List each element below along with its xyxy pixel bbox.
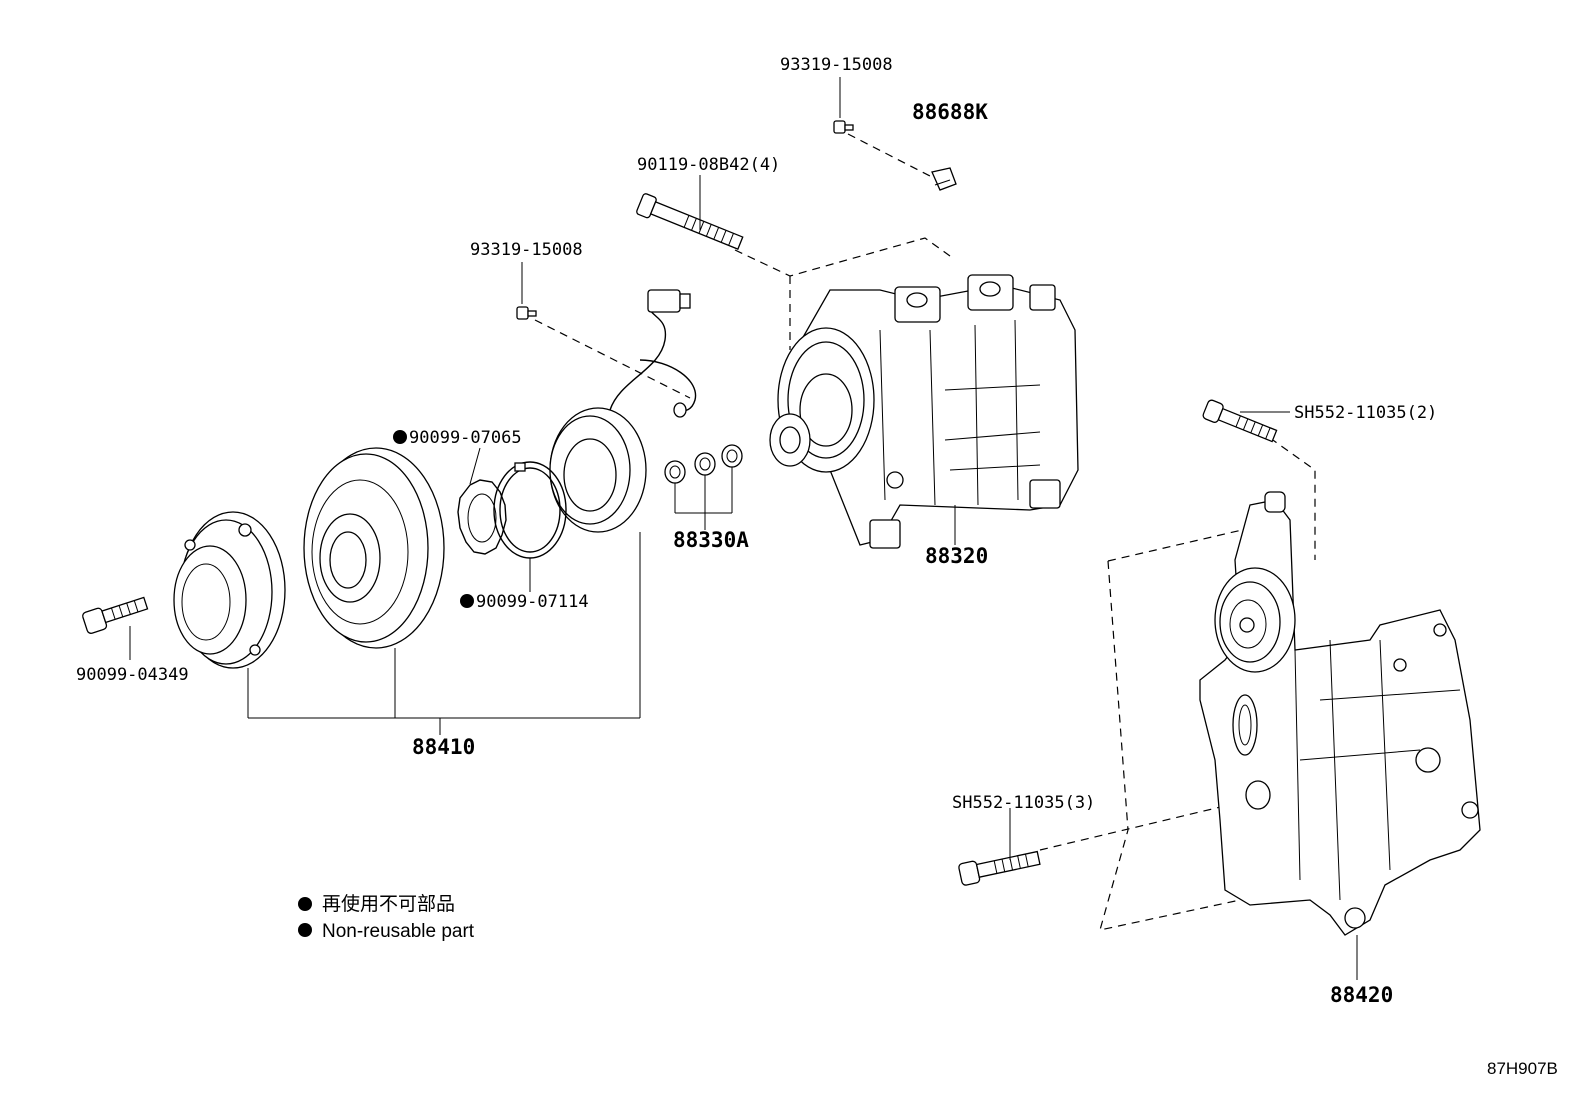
pulley-icon: [303, 447, 445, 649]
bolt-93319-mid-icon: [516, 306, 537, 320]
label-clip-top: 88688K: [912, 100, 988, 124]
label-bracket: 88420: [1330, 983, 1393, 1007]
compressor-88320-icon: [769, 274, 1079, 549]
clip-88688k-icon: [931, 167, 957, 191]
bracket-bolt-top-icon: [1202, 399, 1278, 443]
label-bracket-bolt-top: SH552-11035(2): [1294, 403, 1437, 423]
label-ring-b: 90099-07114: [476, 592, 589, 612]
diagram-id: 87H907B: [1487, 1059, 1558, 1078]
label-bolt-top: 93319-15008: [780, 55, 893, 75]
non-reusable-dot-icon: [460, 594, 474, 608]
non-reusable-dot-icon: [393, 430, 407, 444]
legend-dot-icon: [298, 897, 312, 911]
label-compressor: 88320: [925, 544, 988, 568]
label-bracket-bolt-low: SH552-11035(3): [952, 793, 1095, 813]
legend-dot-icon: [298, 923, 312, 937]
label-long-bolt: 90119-08B42(4): [637, 155, 780, 175]
legend: 再使用不可部品 Non-reusable part: [298, 893, 475, 942]
shim-ring-icon: [457, 479, 507, 555]
label-clutch-assy: 88410: [412, 735, 475, 759]
legend-en: Non-reusable part: [322, 921, 475, 942]
label-ring-a: 90099-07065: [409, 428, 522, 448]
label-shims: 88330A: [673, 528, 749, 552]
label-hub-bolt: 90099-04349: [76, 665, 189, 685]
field-coil-icon: [549, 289, 697, 533]
pressure-plate-icon: [173, 511, 286, 669]
hub-bolt-icon: [82, 596, 149, 634]
label-bolt-mid: 93319-15008: [470, 240, 583, 260]
bracket-88420-icon: [1199, 491, 1481, 936]
solid-leaders: [129, 77, 1358, 980]
long-bolt-icon: [636, 193, 744, 250]
bolt-93319-top-icon: [833, 120, 854, 134]
bracket-bolt-low-icon: [958, 850, 1041, 886]
legend-jp: 再使用不可部品: [322, 893, 455, 915]
shims-88330a-icon: [664, 444, 743, 484]
